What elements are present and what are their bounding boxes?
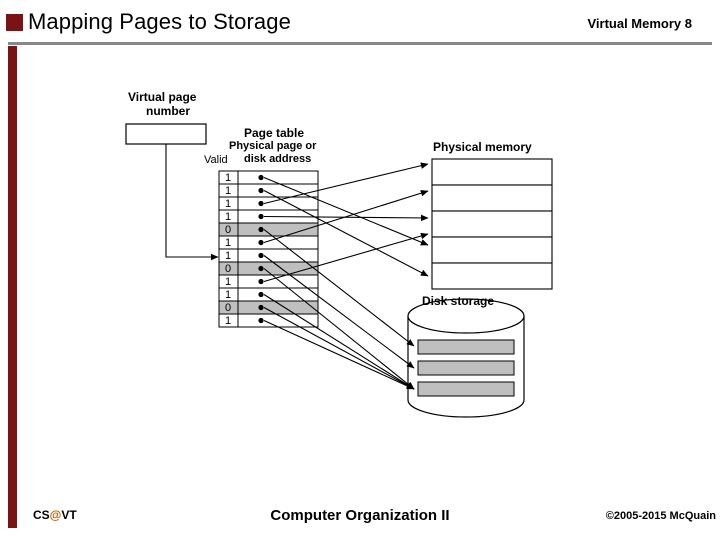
label-disk-storage: Disk storage xyxy=(422,294,495,308)
label-page-table-sub-line1: Physical page or xyxy=(229,140,317,152)
page-table-valid-column xyxy=(218,170,239,328)
figure-mapping-pages-to-storage: Virtual page number Page table Physical … xyxy=(22,48,710,488)
footer-brand: CS@VT xyxy=(33,508,77,522)
valid-bit-cell: 1 xyxy=(225,210,232,223)
footer-brand-post: VT xyxy=(61,508,77,522)
footer-brand-pre: CS xyxy=(33,508,50,522)
mapping-arrows-to-memory xyxy=(263,162,429,283)
physical-memory-block xyxy=(431,158,553,290)
valid-bit-cell: 1 xyxy=(225,197,232,210)
page-table-address-column xyxy=(237,170,319,328)
label-virtual-page-number-line2: number xyxy=(146,104,191,118)
vpn-to-pagetable-connector xyxy=(165,144,219,261)
label-physical-memory: Physical memory xyxy=(433,140,532,154)
header-section-label: Virtual Memory 8 xyxy=(587,16,692,31)
left-accent-bar xyxy=(8,46,17,528)
diagram-svg xyxy=(125,123,553,418)
valid-bit-cell: 1 xyxy=(225,275,232,288)
valid-bit-cell: 1 xyxy=(225,314,232,327)
valid-bit-cell: 1 xyxy=(225,171,232,184)
valid-bit-cell: 0 xyxy=(225,301,232,314)
valid-bit-cell: 1 xyxy=(225,249,232,262)
label-page-table: Page table xyxy=(244,126,305,140)
valid-bit-cell: 0 xyxy=(225,262,232,275)
footer-course-title: Computer Organization II xyxy=(270,507,450,524)
footer-copyright: ©2005-2015 McQuain xyxy=(605,510,716,522)
label-valid: Valid xyxy=(204,154,228,166)
virtual-page-number-box xyxy=(125,123,207,145)
page-title: Mapping Pages to Storage xyxy=(28,9,291,34)
valid-bit-cell: 1 xyxy=(225,288,232,301)
footer-brand-at: @ xyxy=(49,508,62,522)
page-table xyxy=(218,170,319,328)
valid-bit-cell: 1 xyxy=(225,184,232,197)
valid-bit-cell: 0 xyxy=(225,223,232,236)
disk-storage-cylinder xyxy=(407,298,525,418)
valid-bit-cell: 1 xyxy=(225,236,232,249)
label-virtual-page-number-line1: Virtual page xyxy=(128,90,197,104)
label-page-table-sub-line2: disk address xyxy=(244,153,312,165)
header-divider xyxy=(8,42,712,45)
title-bullet-square xyxy=(6,14,23,31)
page-table-entry-dots xyxy=(258,174,264,324)
mapping-arrows-to-disk xyxy=(263,229,415,390)
